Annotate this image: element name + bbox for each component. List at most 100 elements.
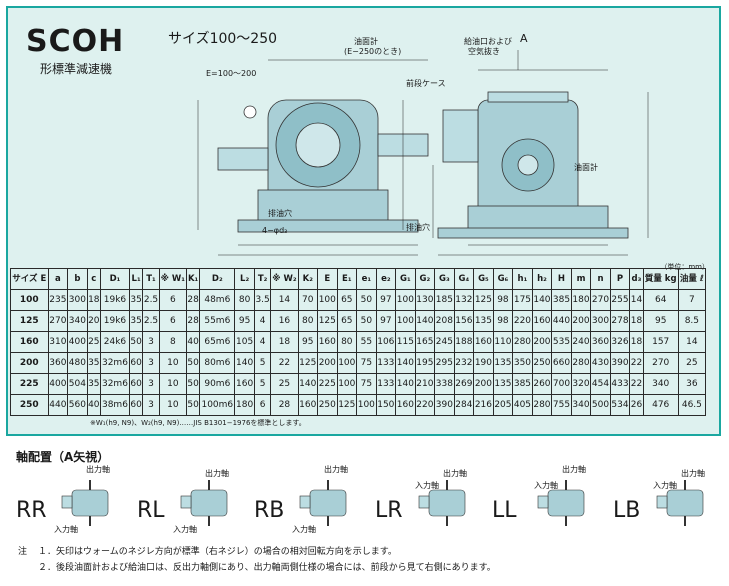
table-cell: 280 <box>531 394 553 416</box>
table-cell: 19k6 <box>99 289 130 311</box>
table-cell: 24k6 <box>99 331 130 353</box>
table-cell: 60 <box>128 352 144 374</box>
column-header: ※ W₁ <box>158 268 187 290</box>
table-cell: 28 <box>185 310 201 332</box>
table-cell: 755 <box>551 394 572 416</box>
table-cell: 140 <box>395 352 416 374</box>
table-cell: 64 <box>642 289 679 311</box>
table-cell: 100 <box>395 289 416 311</box>
table-cell: 38m6 <box>99 394 130 416</box>
table-cell: 35 <box>86 373 101 395</box>
column-header: D₂ <box>199 268 236 290</box>
table-cell: 270 <box>642 352 679 374</box>
table-cell: 133 <box>375 352 397 374</box>
table-cell: 75 <box>356 352 377 374</box>
table-cell: 95 <box>642 310 679 332</box>
column-header: G₁ <box>395 268 416 290</box>
table-cell: 284 <box>453 394 475 416</box>
table-cell: 440 <box>551 310 572 332</box>
output-shaft-label: 出力軸 <box>443 469 467 478</box>
table-cell: 50 <box>185 352 201 374</box>
table-cell: 210 <box>414 373 436 395</box>
table-cell: 100 <box>336 373 358 395</box>
table-cell: 180 <box>234 394 255 416</box>
table-cell: 400 <box>67 331 88 353</box>
size-cell: 160 <box>10 331 49 353</box>
table-cell: 430 <box>590 352 611 374</box>
table-cell: 135 <box>492 373 514 395</box>
column-header: c <box>86 268 101 290</box>
output-shaft-label: 出力軸 <box>86 465 110 474</box>
oil-gauge-note: (E−250のとき) <box>344 47 402 56</box>
table-cell: 18 <box>270 331 299 353</box>
table-cell: 135 <box>492 352 514 374</box>
column-header: b <box>67 268 88 290</box>
table-cell: 115 <box>395 331 416 353</box>
table-cell: 660 <box>551 352 572 374</box>
reducer-icon <box>418 480 466 526</box>
table-cell: 95 <box>297 331 319 353</box>
table-cell: 476 <box>642 394 679 416</box>
column-header: G₆ <box>492 268 514 290</box>
arrangement-code: RB <box>254 498 285 523</box>
table-cell: 157 <box>642 331 679 353</box>
input-shaft-label: 入力軸 <box>415 481 439 490</box>
table-cell: 35 <box>128 310 144 332</box>
table-cell: 19k6 <box>99 310 130 332</box>
plug-note-label: E=100〜200 <box>206 69 257 78</box>
column-header: T₂ <box>253 268 272 290</box>
table-cell: 700 <box>551 373 572 395</box>
input-shaft-label: 入力軸 <box>653 481 677 490</box>
column-header: e₂ <box>375 268 397 290</box>
table-cell: 200 <box>473 373 494 395</box>
table-cell: 60 <box>128 394 144 416</box>
oil-inlet-label: 給油口および <box>464 37 512 46</box>
dimension-drawing: 油面計 (E−250のとき) 給油口および 空気抜き A 前段ケース 油面計 排… <box>178 30 678 270</box>
table-cell: 454 <box>590 373 611 395</box>
table-cell: 35 <box>86 352 101 374</box>
table-cell: 200 <box>570 310 592 332</box>
table-cell: 10 <box>158 394 187 416</box>
table-cell: 50 <box>356 310 377 332</box>
table-cell: 48m6 <box>199 289 236 311</box>
table-cell: 32m6 <box>99 352 130 374</box>
table-cell: 220 <box>512 310 533 332</box>
output-shaft-label: 出力軸 <box>324 465 348 474</box>
left-drain-label: 排油穴 <box>268 209 292 218</box>
table-cell: 2.5 <box>142 289 160 311</box>
table-cell: 8 <box>158 331 187 353</box>
column-header: 油量 ℓ <box>677 268 707 290</box>
oil-gauge-label: 油面計 <box>354 37 378 46</box>
table-cell: 326 <box>609 331 631 353</box>
size-cell: 200 <box>10 352 49 374</box>
table-cell: 295 <box>434 352 455 374</box>
table-cell: 270 <box>590 289 611 311</box>
table-cell: 100 <box>356 394 377 416</box>
output-shaft-label: 出力軸 <box>205 469 229 478</box>
table-cell: 4 <box>253 331 272 353</box>
table-cell: 28 <box>270 394 299 416</box>
output-shaft-label: 出力軸 <box>681 469 705 478</box>
table-cell: 220 <box>414 394 436 416</box>
column-header: ※ W₂ <box>270 268 299 290</box>
note-2-text: ２．後段油面計および給油口は、反出力軸側にあり、出力軸両側仕様の場合には、前段か… <box>38 563 496 573</box>
table-cell: 20 <box>86 310 101 332</box>
table-cell: 22 <box>270 352 299 374</box>
table-cell: 100 <box>336 352 358 374</box>
table-cell: 140 <box>234 352 255 374</box>
reducer-icon <box>299 480 347 526</box>
table-cell: 14 <box>677 331 707 353</box>
table-cell: 98 <box>492 289 514 311</box>
reducer-icon <box>537 480 585 526</box>
column-header: T₁ <box>142 268 160 290</box>
table-cell: 80 <box>297 310 319 332</box>
column-header: h₁ <box>512 268 533 290</box>
